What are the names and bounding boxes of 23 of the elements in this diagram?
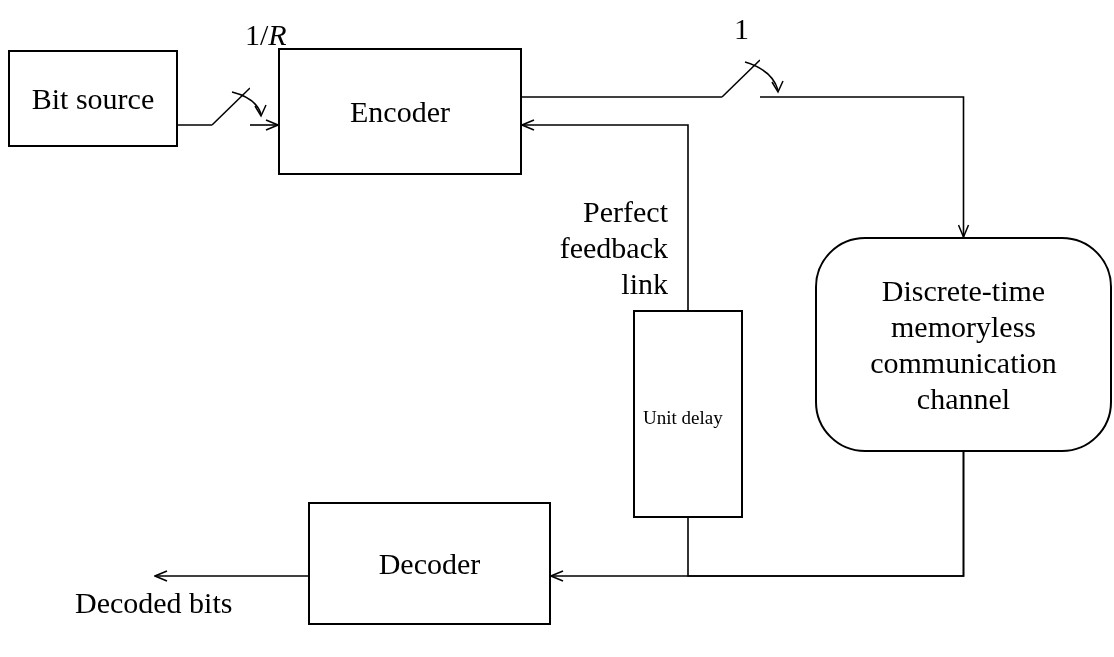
delay-box [633, 310, 743, 518]
process-box [8, 50, 178, 147]
node-label: Bit source [30, 81, 156, 116]
switch-symbol [722, 58, 760, 98]
process-box [308, 502, 551, 625]
connector-line [154, 570, 309, 582]
switch-label: 1/R [245, 17, 287, 53]
switch-label: 1 [734, 11, 749, 47]
edge-label: Perfect feedback link [558, 194, 668, 302]
node-label: Decoder [377, 546, 482, 581]
connector-line [687, 451, 965, 577]
node-label: Unit delay [642, 406, 724, 430]
connector-line [521, 119, 689, 311]
connector-line [759, 96, 970, 238]
connector-line [521, 96, 723, 98]
node-label: Discrete-time memoryless communication channel [869, 272, 1058, 417]
channel-box [815, 237, 1112, 452]
connector-line [249, 119, 279, 131]
process-box [278, 48, 522, 175]
node-label: Encoder [349, 94, 451, 129]
edge-label: Decoded bits [75, 585, 233, 621]
connector-line [177, 124, 213, 126]
switch-symbol [212, 86, 250, 126]
